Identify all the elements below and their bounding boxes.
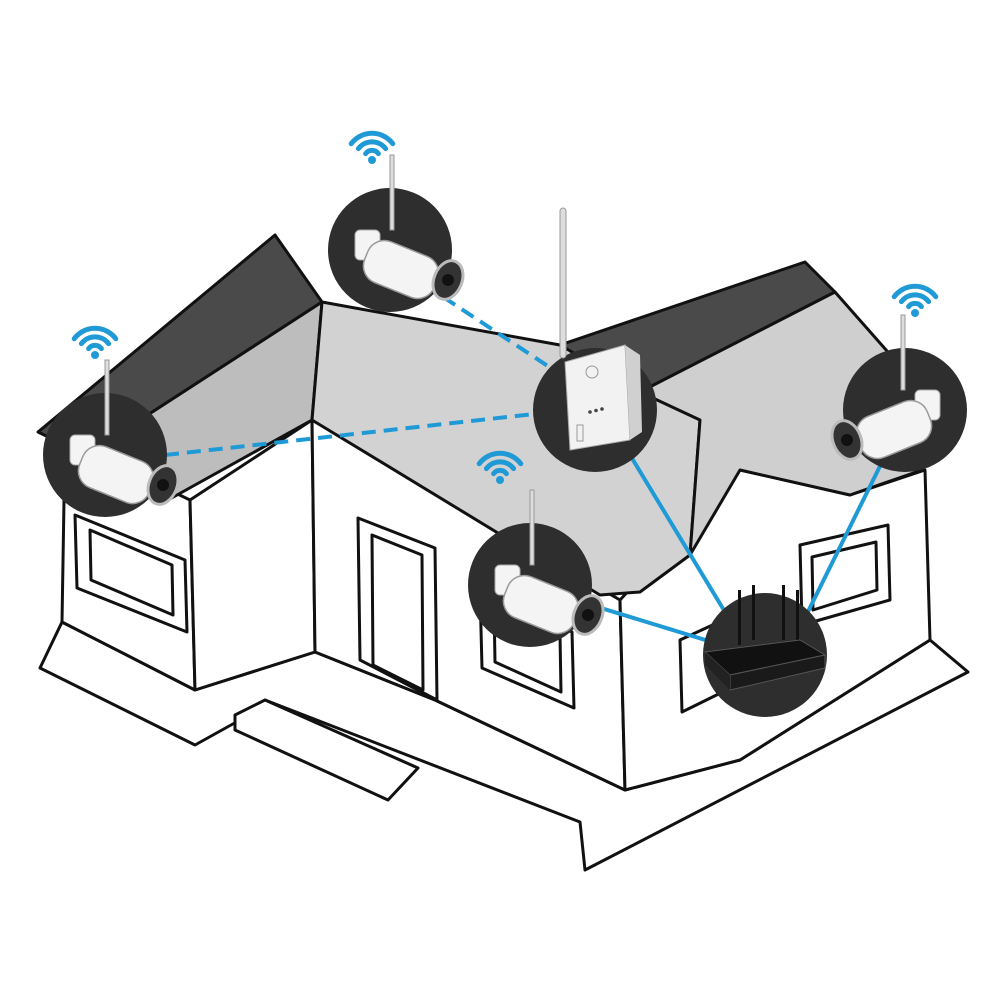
wifi-repeater-icon: [559, 207, 642, 451]
wifi-camera-icon: [494, 489, 605, 636]
devices: [43, 130, 967, 717]
wifi-signal-icon: [348, 130, 396, 164]
wifi-signal-icon: [71, 325, 119, 359]
camera-left: [43, 325, 180, 517]
camera-top: [328, 130, 465, 312]
roof-right-face: [638, 290, 934, 557]
camera-front: [468, 450, 605, 647]
window-right-2: [798, 523, 892, 627]
door-inner: [370, 533, 425, 692]
wifi-signal-icon: [476, 450, 524, 484]
window-right-2-inner: [810, 540, 879, 612]
connection-camera-top-to-repeater: [423, 283, 574, 384]
window-left: [73, 513, 189, 634]
nvr: [703, 585, 827, 717]
wifi-camera-icon: [69, 359, 180, 506]
wifi-signal-icon: [891, 283, 939, 317]
window-left-inner: [88, 528, 175, 617]
wifi-camera-icon: [354, 154, 465, 301]
connection-camera-left-to-repeater: [164, 408, 571, 457]
wifi-camera-icon: [830, 314, 941, 461]
camera-right: [830, 283, 967, 472]
nvr-recorder-icon: [703, 585, 827, 691]
steps: [233, 698, 420, 802]
door: [356, 516, 439, 702]
repeater: [533, 207, 657, 472]
